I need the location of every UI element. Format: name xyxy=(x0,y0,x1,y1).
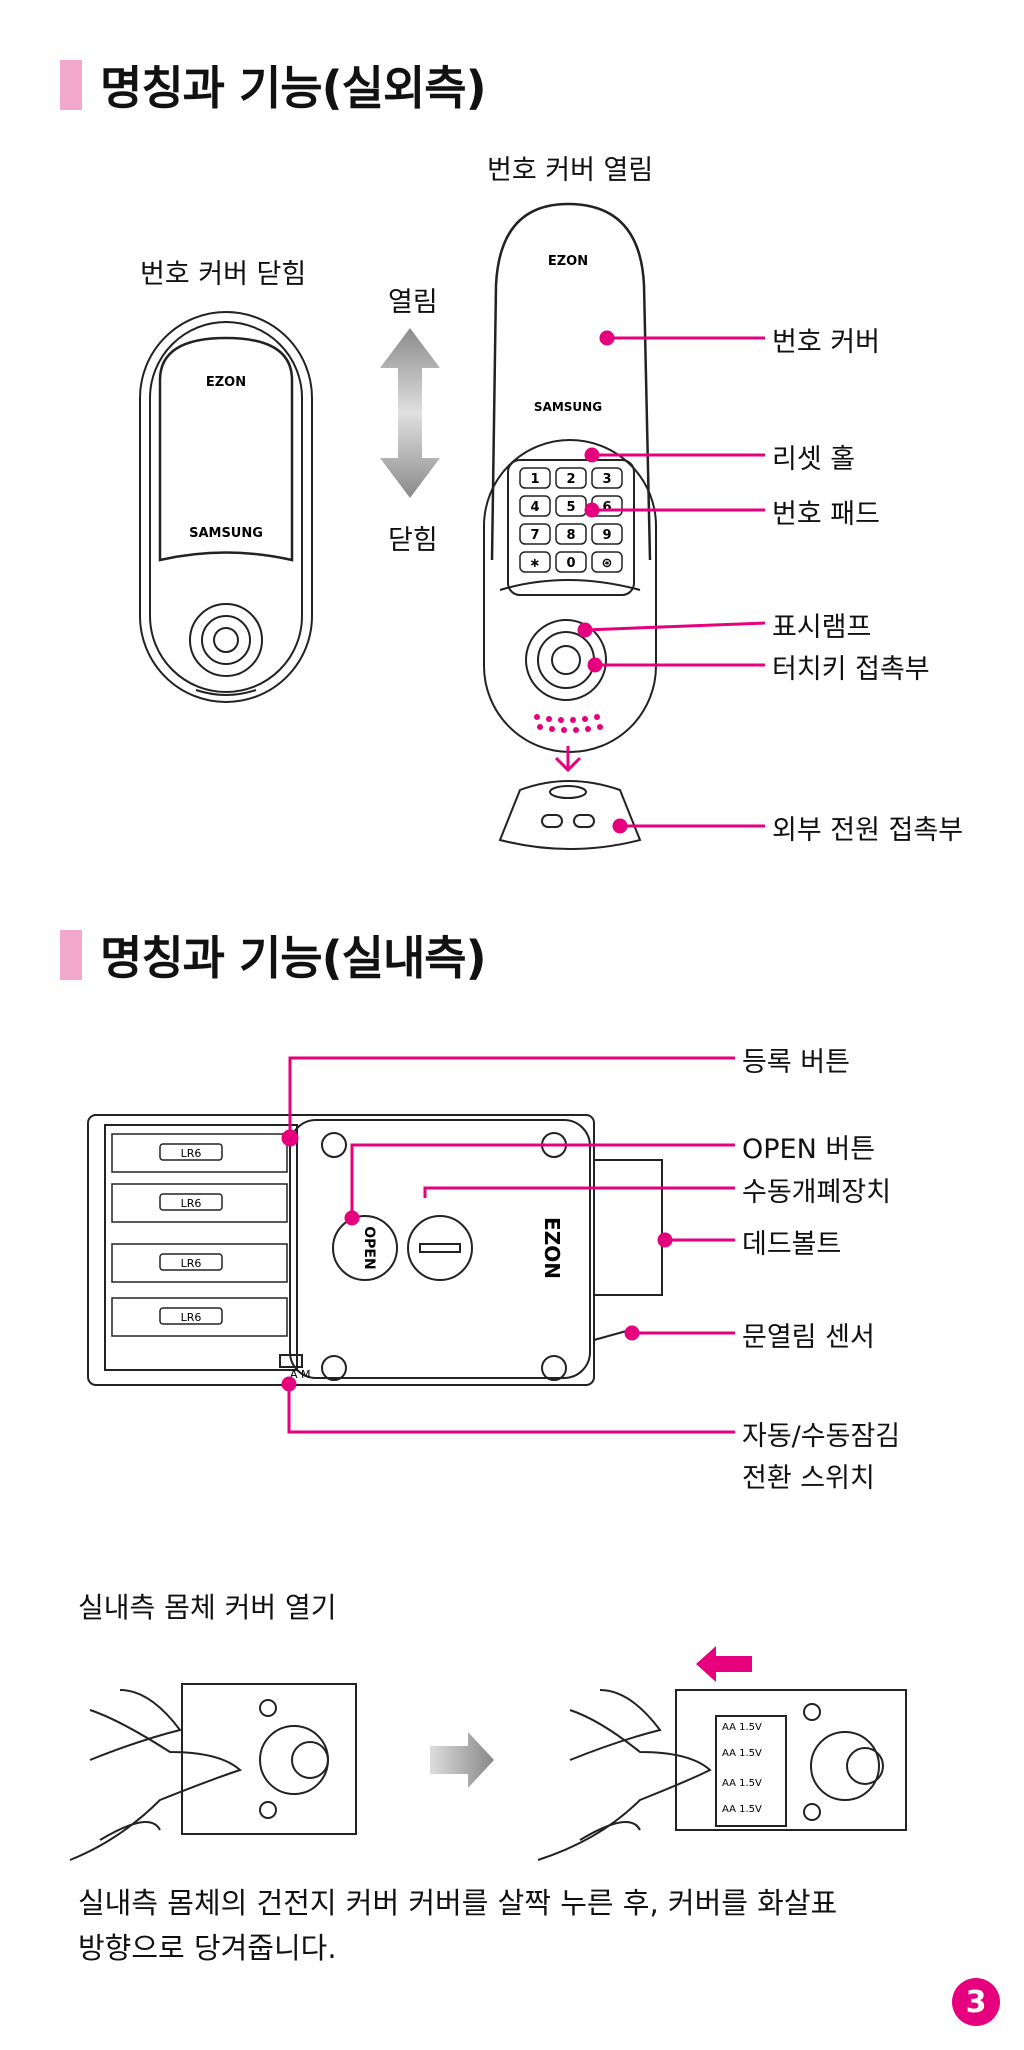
callout-auto-manual-lock: 자동/수동잠김 xyxy=(742,1421,901,1452)
close-word: 닫힘 xyxy=(388,525,438,556)
keypad-key xyxy=(555,551,587,573)
instruction-line-1: 실내측 몸체의 건전지 커버 커버를 살짝 누른 후, 커버를 화살표 xyxy=(78,1886,838,1920)
outdoor-callout-lines xyxy=(577,330,766,834)
keypad-key xyxy=(591,523,623,545)
title-accent-bar xyxy=(60,930,82,980)
keypad-key xyxy=(519,467,551,489)
next-step-arrow-icon xyxy=(430,1732,494,1788)
callout-open-button: OPEN 버튼 xyxy=(742,1134,876,1165)
keypad-key-label: 4 xyxy=(530,500,539,515)
keypad-key-label: 8 xyxy=(566,528,575,543)
keypad-key-label: ∗ xyxy=(530,556,541,571)
keypad: 1 2 3 4 5 6 7 8 9 ∗ 0 ⊛ xyxy=(519,467,623,573)
cover-open-step1-illustration xyxy=(69,1683,357,1861)
page-number: 3 xyxy=(952,1978,1000,2026)
keypad-key xyxy=(555,467,587,489)
down-arrow-icon xyxy=(554,746,582,773)
callout-door-sensor: 문열림 센서 xyxy=(742,1322,875,1353)
battery-slot xyxy=(111,1133,288,1173)
battery-slot xyxy=(111,1183,288,1223)
open-button-text: OPEN xyxy=(361,1226,377,1269)
keypad-key-label: 9 xyxy=(602,528,611,543)
section-title-outdoor: 명칭과 기능(실외측) xyxy=(60,52,487,118)
step2-battery-labels: AA 1.5V AA 1.5V AA 1.5V AA 1.5V xyxy=(722,1722,762,1815)
battery-slot xyxy=(111,1243,288,1283)
callout-deadbolt: 데드볼트 xyxy=(742,1229,842,1260)
open-close-arrow-icon xyxy=(380,328,440,498)
battery-label: LR6 xyxy=(181,1197,202,1210)
title-accent-bar xyxy=(60,60,82,110)
callout-indicator-lamp: 표시램프 xyxy=(772,612,872,643)
callout-external-power-contact: 외부 전원 접촉부 xyxy=(772,815,964,846)
indoor-unit-illustration xyxy=(87,1114,663,1386)
keypad-key xyxy=(591,551,623,573)
power-contact-piece xyxy=(498,780,642,850)
battery-slot xyxy=(111,1297,288,1337)
lock-closed-illustration xyxy=(139,311,313,703)
callout-number-pad: 번호 패드 xyxy=(772,499,880,530)
battery-cell xyxy=(159,1307,223,1325)
battery-text: AA 1.5V xyxy=(722,1722,762,1733)
callout-manual-lever: 수동개폐장치 xyxy=(742,1177,892,1208)
battery-cell xyxy=(159,1253,223,1271)
switch-marks: A M xyxy=(290,1368,311,1381)
cover-open-step2-illustration xyxy=(537,1689,907,1861)
pull-direction-arrow-icon xyxy=(696,1646,752,1682)
keypad-key xyxy=(519,551,551,573)
cover-open-subtitle: 실내측 몸체 커버 열기 xyxy=(78,1591,337,1624)
section-title-indoor: 명칭과 기능(실내측) xyxy=(60,922,487,988)
battery-text: AA 1.5V xyxy=(722,1804,762,1815)
callout-register-button: 등록 버튼 xyxy=(742,1047,850,1078)
keypad-key xyxy=(555,523,587,545)
keypad-key xyxy=(519,523,551,545)
indoor-callout-lines xyxy=(281,1056,735,1434)
keypad-key xyxy=(591,467,623,489)
keypad-key-label: 0 xyxy=(566,556,575,571)
section-title-outdoor-text: 명칭과 기능(실외측) xyxy=(100,61,487,115)
callout-reset-hole: 리셋 홀 xyxy=(772,444,856,475)
open-word: 열림 xyxy=(388,287,438,318)
keypad-key xyxy=(519,495,551,517)
open-logo: EZON xyxy=(548,254,588,269)
keypad-key-label: 7 xyxy=(530,528,539,543)
battery-label: LR6 xyxy=(181,1311,202,1324)
closed-brand: SAMSUNG xyxy=(189,526,263,541)
keypad-key-label: ⊛ xyxy=(602,556,613,571)
callout-number-cover: 번호 커버 xyxy=(772,327,880,358)
battery-label: LR6 xyxy=(181,1147,202,1160)
open-brand: SAMSUNG xyxy=(534,400,602,414)
battery-text: AA 1.5V xyxy=(722,1778,762,1789)
closed-logo: EZON xyxy=(206,375,246,390)
cover-open-label: 번호 커버 열림 xyxy=(487,155,654,186)
keypad-key-label: 1 xyxy=(530,472,539,487)
keypad-key-label: 6 xyxy=(602,500,611,515)
section-title-indoor-text: 명칭과 기능(실내측) xyxy=(100,931,487,985)
battery-cell xyxy=(159,1193,223,1211)
battery-cell xyxy=(159,1143,223,1161)
keypad-key-label: 5 xyxy=(566,500,575,515)
cover-closed-label: 번호 커버 닫힘 xyxy=(140,259,307,290)
touch-contact-dots xyxy=(534,714,603,733)
instruction-line-2: 방향으로 당겨줍니다. xyxy=(78,1931,337,1965)
keypad-key-label: 2 xyxy=(566,472,575,487)
keypad-key-label: 3 xyxy=(602,472,611,487)
battery-text: AA 1.5V xyxy=(722,1748,762,1759)
callout-switch: 전환 스위치 xyxy=(742,1463,875,1494)
callout-touch-key-contact: 터치키 접촉부 xyxy=(772,654,930,685)
indoor-logo: EZON xyxy=(540,1217,564,1279)
battery-label: LR6 xyxy=(181,1257,202,1270)
